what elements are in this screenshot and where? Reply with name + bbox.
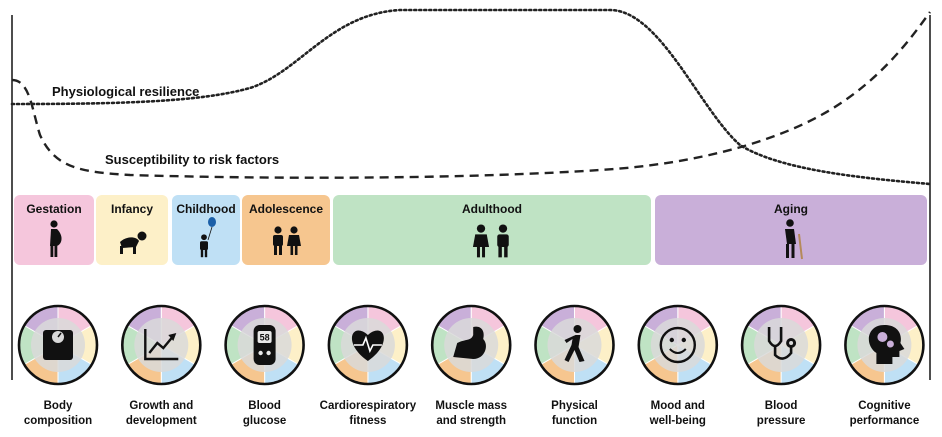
walking-person-icon bbox=[564, 325, 585, 362]
metric-label-line1: Blood bbox=[765, 400, 798, 412]
metric-label-line1: Physical bbox=[551, 400, 598, 412]
metric-label-line1: Growth and bbox=[129, 400, 193, 412]
metric-muscle-mass-and-strength: Muscle mass and strength bbox=[430, 304, 512, 427]
stage-adolescence: Adolescence bbox=[242, 195, 330, 265]
adult-couple-icon bbox=[472, 224, 509, 258]
elderly-person-with-cane-icon bbox=[785, 219, 803, 260]
metric-growth-and-development: Growth and development bbox=[121, 304, 202, 427]
metric-label-line2: pressure bbox=[757, 415, 806, 427]
susceptibility-label: Susceptibility to risk factors bbox=[105, 152, 279, 167]
metric-cognitive-performance: Cognitive performance bbox=[844, 304, 925, 427]
resilience-label: Physiological resilience bbox=[52, 84, 199, 99]
metric-label-line1: Cardiorespiratory bbox=[320, 400, 417, 412]
glucometer-reading: 58 bbox=[260, 333, 270, 343]
stage-adulthood: Adulthood bbox=[333, 195, 651, 265]
child-with-balloon-icon bbox=[200, 217, 216, 258]
metric-label-line2: function bbox=[552, 415, 597, 427]
pregnant-person-icon bbox=[50, 220, 62, 257]
stage-gestation: Gestation bbox=[14, 195, 94, 265]
stage-label: Adolescence bbox=[249, 202, 323, 216]
stage-box bbox=[242, 195, 330, 265]
color-wheel bbox=[637, 304, 719, 386]
smiley-face-icon bbox=[659, 326, 696, 364]
metric-label-line2: fitness bbox=[349, 415, 386, 427]
color-wheel bbox=[740, 304, 822, 386]
metric-physical-function: Physical function bbox=[534, 304, 615, 427]
stage-childhood: Childhood bbox=[172, 195, 240, 265]
metric-cardiorespiratory-fitness: Cardiorespiratory fitness bbox=[320, 304, 417, 427]
color-wheel bbox=[121, 304, 202, 386]
stage-label: Adulthood bbox=[462, 202, 522, 216]
metric-label-line1: Cognitive bbox=[858, 400, 910, 412]
weighing-scale-icon bbox=[43, 330, 73, 360]
metric-label-line1: Muscle mass bbox=[435, 400, 507, 412]
glucometer-icon: 58 bbox=[253, 325, 276, 365]
life-stage-bar: Gestation Infancy Childhood Adolescence Adul… bbox=[14, 195, 927, 265]
stethoscope-icon bbox=[767, 327, 797, 360]
metric-label-line2: performance bbox=[850, 415, 920, 427]
brain-gears-icon bbox=[868, 325, 905, 364]
metric-body-composition: Body composition bbox=[17, 304, 99, 427]
stage-aging: Aging bbox=[655, 195, 927, 265]
metric-label-line2: and strength bbox=[436, 415, 506, 427]
metric-mood-and-well-being: Mood and well-being bbox=[637, 304, 719, 427]
metric-label-line1: Mood and bbox=[651, 400, 705, 412]
stage-box bbox=[172, 195, 240, 265]
teenagers-icon bbox=[273, 226, 301, 255]
stage-infancy: Infancy bbox=[96, 195, 168, 265]
metric-label-line2: well-being bbox=[649, 415, 706, 427]
susceptibility-curve bbox=[11, 11, 931, 179]
metric-label-line1: Body bbox=[44, 400, 73, 412]
stage-box bbox=[96, 195, 168, 265]
heart-pulse-icon bbox=[351, 330, 384, 361]
flexed-arm-icon bbox=[453, 326, 486, 359]
stage-label: Gestation bbox=[26, 202, 81, 216]
metric-label-line1: Blood bbox=[248, 400, 281, 412]
stage-label: Aging bbox=[774, 202, 808, 216]
resilience-curve bbox=[10, 8, 932, 186]
metric-label-line2: development bbox=[126, 415, 197, 427]
metric-label-line2: composition bbox=[24, 415, 92, 427]
stage-box bbox=[333, 195, 651, 265]
growth-chart-icon bbox=[144, 329, 179, 361]
metric-label-line2: glucose bbox=[243, 415, 286, 427]
metric-blood-pressure: Blood pressure bbox=[740, 304, 822, 427]
stage-label: Infancy bbox=[111, 202, 153, 216]
stage-label: Childhood bbox=[176, 202, 235, 216]
crawling-baby-icon bbox=[120, 231, 147, 254]
